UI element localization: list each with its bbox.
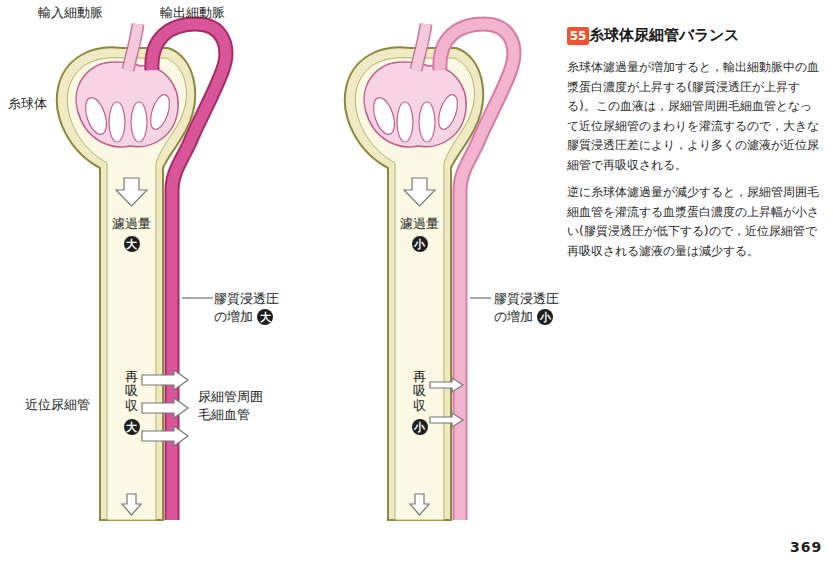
vessel-label: 輸出細動脈 [160,4,225,22]
level-marker: 大 [124,236,140,252]
tuft-lobe [419,102,435,142]
quantity-label: 濾過量 [112,215,151,233]
filtration-arrow [116,178,147,206]
outflow-arrow [122,494,141,515]
part-label: 糸球体 [8,95,47,113]
level-marker: 大 [124,419,140,435]
reabsorption-arrow [430,378,463,392]
level-mark: 小 [414,239,425,250]
reabsorption-arrow [142,370,188,390]
afferent-arteriole-outline [416,24,426,70]
reabsorption-arrow [430,413,463,427]
efferent-capillary-outline [440,24,514,520]
leader-line [182,298,213,299]
quantity-label: 膠質浸透圧 の増加 [494,290,563,326]
filtration-arrow [404,178,435,206]
efferent-capillary-outline [152,24,226,520]
body-paragraph: 糸球体濾過量が増加すると，輸出細動脈中の血漿蛋白濃度が上昇する(膠質浸透圧が上昇… [567,57,819,174]
tuft-lobe [397,102,413,142]
afferent-arteriole [416,24,426,70]
afferent-arteriole [128,24,138,70]
afferent-arteriole-outline [128,24,138,70]
tuft-lobe [435,92,461,131]
quantity-label: 再吸収 [125,370,138,413]
vessel-label: 輸入細動脈 [38,4,103,22]
quantity-label: 濾過量 [400,215,439,233]
level-mark: 大 [126,239,137,250]
section-number: 55 [570,29,587,43]
level-mark: 小 [540,312,551,323]
tuft-lobe [370,95,399,137]
level-marker: 大 [257,309,273,325]
level-mark: 大 [260,312,271,323]
efferent-capillary [440,24,514,520]
tuft-lobe [147,92,173,131]
section-number-badge: 55 [567,27,589,45]
level-marker: 小 [412,419,428,435]
title-heading: 糸球体尿細管バランス [589,25,739,45]
tuft-lobe [131,102,147,142]
quantity-label: 膠質浸透圧 の増加 [214,290,283,326]
reabsorption-arrow [142,398,188,418]
reabsorption-arrow [142,426,188,446]
page-number: 369 [790,538,822,556]
level-mark: 小 [414,422,425,433]
part-label: 尿細管周囲 毛細血管 [198,388,267,424]
quantity-label: 再吸収 [413,370,426,413]
level-marker: 小 [537,309,553,325]
tuft-lobe [109,102,125,142]
leader-line [470,298,491,299]
outflow-arrow [410,494,429,515]
nephron-low [345,24,514,520]
nephron-high [57,24,226,520]
efferent-capillary [152,24,226,520]
level-mark: 大 [126,422,137,433]
tuft-lobe [82,95,111,137]
body-paragraph: 逆に糸球体濾過量が減少すると，尿細管周囲毛細血管を灌流する血漿蛋白濃度の上昇幅が… [567,182,819,260]
part-label: 近位尿細管 [25,396,90,414]
level-marker: 小 [412,236,428,252]
glomerular-tuft [364,62,466,147]
glomerular-tuft [76,62,178,147]
